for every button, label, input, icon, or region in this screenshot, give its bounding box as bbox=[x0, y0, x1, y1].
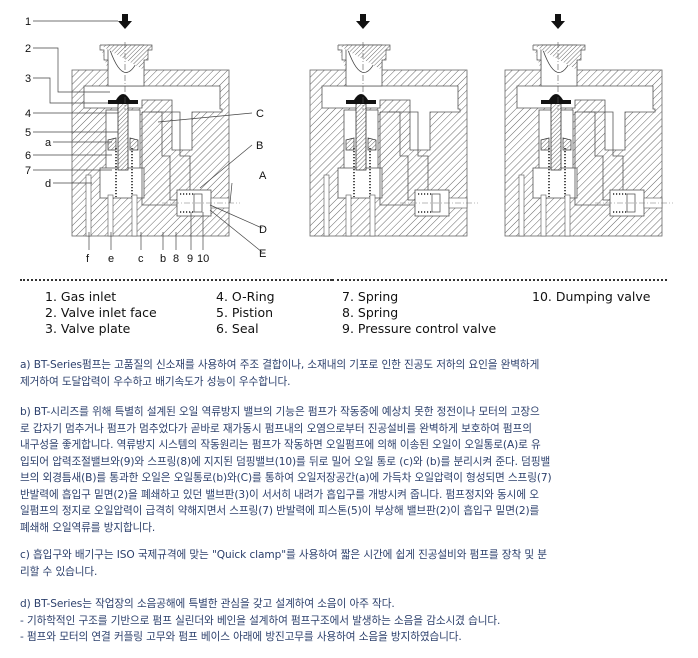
callout-4: 4 bbox=[25, 108, 31, 120]
callout-10: 10 bbox=[197, 253, 209, 265]
paragraph-line: a) BT-Series펌프는 고품질의 신소재를 사용하여 주조 결합이나, … bbox=[20, 359, 540, 371]
paragraph-b: b) BT-시리즈를 위해 특별히 설계된 오일 역류방지 밸브의 기능은 펌프… bbox=[20, 404, 690, 536]
legend-column-4: 10. Dumping valve bbox=[532, 289, 650, 305]
paragraph-line: 일펌프의 정지로 오일압력이 급격히 약해지면서 스프링(7) 반발력에 피스톤… bbox=[20, 505, 540, 517]
gas-inlet-arrow-icon bbox=[118, 14, 132, 29]
legend-column-3: 7. Spring 8. Spring 9. Pressure control … bbox=[342, 289, 496, 337]
legend-item: 7. Spring bbox=[342, 289, 399, 304]
callout-A: A bbox=[259, 170, 267, 182]
legend-item: 2. Valve inlet face bbox=[45, 305, 157, 320]
legend-item: 10. Dumping valve bbox=[532, 289, 651, 304]
callout-8: 8 bbox=[173, 253, 179, 265]
legend-item: 1. Gas inlet bbox=[45, 289, 117, 304]
valve-cross-section-diagrams: 1 2 3 4 5 a 6 7 d C B A D E f e c b 8 9 … bbox=[25, 14, 674, 265]
legend-column-1: 1. Gas inlet 2. Valve inlet face 3. Valv… bbox=[45, 289, 157, 337]
callout-d: d bbox=[45, 178, 51, 190]
paragraph-line: - 기하학적인 구조를 기반으로 펌프 실린더와 베인을 설계하여 펌프구조에서… bbox=[20, 614, 501, 627]
paragraph-line: 제거하여 도달압력이 우수하고 배기속도가 성능이 우수합니다. bbox=[20, 375, 291, 388]
callout-a: a bbox=[45, 137, 52, 149]
callout-e: e bbox=[108, 253, 114, 265]
callout-3: 3 bbox=[25, 73, 31, 85]
paragraph-line: 폐쇄해 오일역류를 방지합니다. bbox=[20, 521, 156, 534]
paragraph-line: d) BT-Series는 작업장의 소음공해에 특별한 관심을 갖고 설계하여… bbox=[20, 598, 395, 610]
legend-divider bbox=[20, 279, 332, 281]
legend-divider bbox=[332, 279, 667, 281]
paragraph-line: 로 갑자기 멈추거나 펌프가 멈추었다가 곧바로 재가동시 펌프내의 오염으로부… bbox=[20, 422, 532, 435]
callout-9: 9 bbox=[187, 253, 193, 265]
callout-C: C bbox=[256, 108, 264, 120]
paragraph-line: c) 흡입구와 배기구는 ISO 국제규격에 맞는 "Quick clamp"를… bbox=[20, 549, 547, 561]
paragraph-line: - 펌프와 모터의 연결 커플링 고무와 펌프 베이스 아래에 방진고무를 사용… bbox=[20, 631, 462, 643]
legend-item: 4. O-Ring bbox=[216, 289, 275, 304]
diagram-panel-3 bbox=[504, 41, 674, 237]
paragraph-line: 반발력에 흡입구 밑면(2)을 폐쇄하고 있던 밸브판(3)이 서서히 내려가 … bbox=[20, 488, 539, 501]
legend-column-2: 4. O-Ring 5. Pistion 6. Seal bbox=[216, 289, 275, 337]
paragraph-line: b) BT-시리즈를 위해 특별히 설계된 오일 역류방지 밸브의 기능은 펌프… bbox=[20, 406, 540, 418]
legend-item: 8. Spring bbox=[342, 305, 399, 320]
callout-leaders bbox=[33, 20, 263, 253]
paragraph-line: 브의 외경틈새(B)를 통과한 오일은 오일통로(b)와(C)를 통하여 오일저… bbox=[20, 472, 552, 484]
gas-inlet-arrow-icon bbox=[551, 14, 565, 29]
callout-7: 7 bbox=[25, 165, 31, 177]
callout-E: E bbox=[259, 248, 266, 260]
callout-b: b bbox=[160, 253, 166, 265]
paragraph-line: 입되어 압력조절밸브와(9)와 스프링(8)에 지지된 덤핑밸브(10)를 뒤로… bbox=[20, 455, 551, 468]
paragraph-a: a) BT-Series펌프는 고품질의 신소재를 사용하여 주조 결합이나, … bbox=[20, 357, 690, 390]
legend-item: 6. Seal bbox=[216, 321, 259, 336]
callout-1: 1 bbox=[25, 16, 31, 28]
callout-D: D bbox=[259, 224, 267, 236]
paragraph-line: 내구성을 좋게합니다. 역류방지 시스템의 작동원리는 펌프가 작동하면 오일펌… bbox=[20, 439, 541, 451]
callout-2: 2 bbox=[25, 43, 31, 55]
callout-c: c bbox=[138, 253, 144, 265]
diagram-panel-2 bbox=[309, 41, 479, 237]
legend-item: 5. Pistion bbox=[216, 305, 274, 320]
paragraph-c: c) 흡입구와 배기구는 ISO 국제규격에 맞는 "Quick clamp"를… bbox=[20, 547, 690, 580]
paragraph-d: d) BT-Series는 작업장의 소음공해에 특별한 관심을 갖고 설계하여… bbox=[20, 596, 690, 646]
callout-B: B bbox=[256, 140, 263, 152]
callout-6: 6 bbox=[25, 150, 31, 162]
legend-item: 9. Pressure control valve bbox=[342, 321, 497, 336]
callout-5: 5 bbox=[25, 127, 31, 139]
paragraph-line: 리할 수 있습니다. bbox=[20, 565, 98, 578]
legend-item: 3. Valve plate bbox=[45, 321, 131, 336]
callout-f: f bbox=[86, 253, 90, 265]
gas-inlet-arrow-icon bbox=[356, 14, 370, 29]
